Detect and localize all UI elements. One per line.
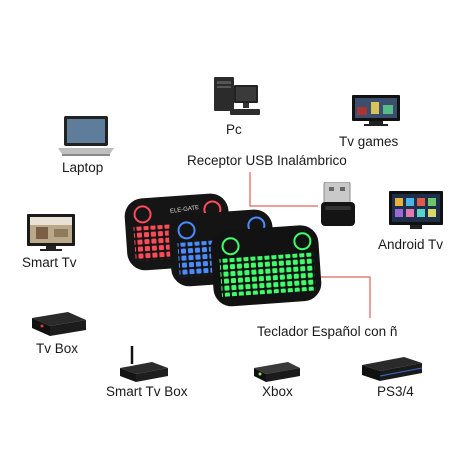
ps-label: PS3/4 [377, 384, 414, 399]
keyboard-green [210, 225, 322, 307]
tv-box-label: Tv Box [36, 341, 79, 356]
smart-tv-box-icon [118, 344, 170, 384]
tv-games-icon [351, 93, 401, 129]
smart-tv-icon [26, 213, 76, 253]
xbox-label: Xbox [262, 384, 293, 399]
ps-icon [360, 355, 424, 385]
keyboards-group [122, 190, 322, 320]
smart-tv-label: Smart Tv [22, 255, 77, 270]
android-tv-label: Android Tv [378, 237, 444, 252]
pc-icon [206, 75, 266, 119]
xbox-icon [252, 360, 302, 384]
android-tv-icon [388, 190, 444, 234]
receptor-label: Receptor USB Inalámbrico [187, 153, 347, 168]
pc-label: Pc [226, 122, 242, 137]
usb-receiver-icon [318, 182, 358, 228]
laptop-label: Laptop [62, 160, 104, 175]
laptop-icon [58, 114, 114, 158]
tv-box-icon [28, 308, 90, 340]
smart-tv-box-label: Smart Tv Box [106, 384, 188, 399]
teclado-label: Teclador Español con ñ [257, 324, 398, 339]
tv-games-label: Tv games [339, 134, 399, 149]
